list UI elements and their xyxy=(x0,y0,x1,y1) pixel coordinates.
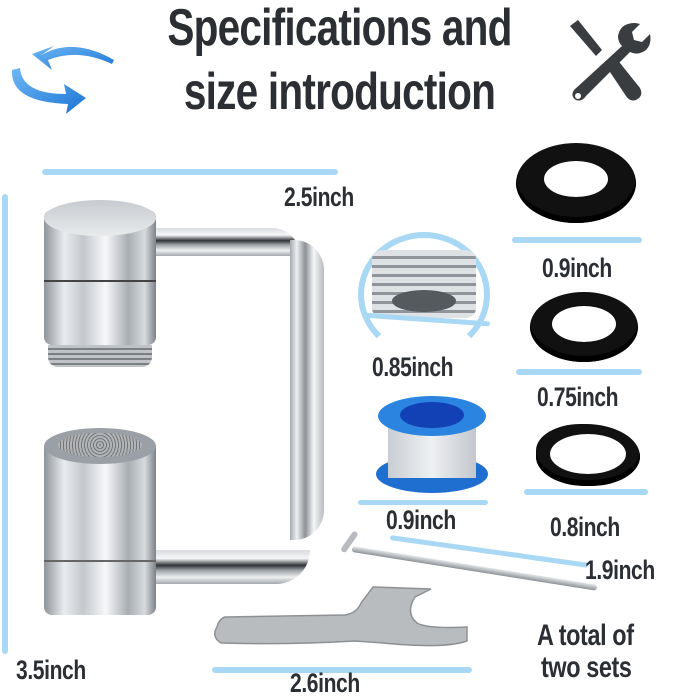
thread-adapter-outline xyxy=(358,232,490,357)
width-measure-bar xyxy=(42,169,338,175)
adapter-width-label: 2.5inch xyxy=(284,182,354,212)
adapter-height-label: 3.5inch xyxy=(16,655,86,685)
gasket-large-label: 0.9inch xyxy=(542,253,612,283)
gasket-flat-label: 0.8inch xyxy=(550,512,620,542)
note-line-1: A total of xyxy=(537,619,634,652)
title-line-1: Specifications and xyxy=(167,0,512,57)
rotate-arrows-icon xyxy=(11,46,114,114)
gasket-medium-label: 0.75inch xyxy=(537,382,619,412)
gasket-flat-measure-bar xyxy=(524,489,648,495)
title-line-2: size introduction xyxy=(183,63,496,121)
gasket-large-measure-bar xyxy=(512,237,642,243)
gasket-flat-image xyxy=(536,424,640,486)
tools-icon xyxy=(570,20,651,101)
hex-key-label: 1.9inch xyxy=(585,555,655,585)
tape-label: 0.9inch xyxy=(386,505,456,535)
spanner-label: 2.6inch xyxy=(290,668,360,698)
thread-adapter-label: 0.85inch xyxy=(372,352,454,382)
gasket-medium-measure-bar xyxy=(516,369,642,375)
spanner-measure-bar xyxy=(212,667,472,673)
gasket-medium-image xyxy=(530,292,638,362)
gasket-large-image xyxy=(516,143,636,223)
tape-measure-bar xyxy=(358,500,488,505)
note-line-2: two sets xyxy=(541,651,632,684)
height-measure-bar xyxy=(2,194,8,654)
spanner-image xyxy=(214,586,468,647)
